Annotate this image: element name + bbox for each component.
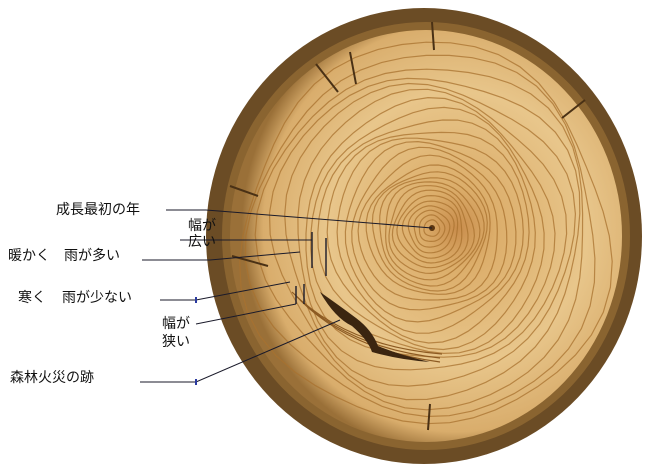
- label-narrow-line2: 狭い: [162, 334, 190, 350]
- label-warm: 暖かく: [8, 248, 50, 264]
- label-first-year: 成長最初の年: [56, 202, 140, 218]
- wood-cross-section: [230, 30, 622, 442]
- marker-fire: [195, 379, 197, 385]
- label-wide-line1: 幅が: [188, 218, 216, 234]
- label-narrow-line1: 幅が: [162, 316, 190, 332]
- label-wide-line2: 広い: [188, 234, 216, 250]
- label-much-rain: 雨が多い: [64, 248, 120, 264]
- label-fire-scar: 森林火災の跡: [10, 370, 94, 386]
- marker-cold: [195, 297, 197, 303]
- label-little-rain: 雨が少ない: [62, 290, 132, 306]
- end-markers: [195, 297, 197, 385]
- label-cold: 寒く: [18, 290, 46, 306]
